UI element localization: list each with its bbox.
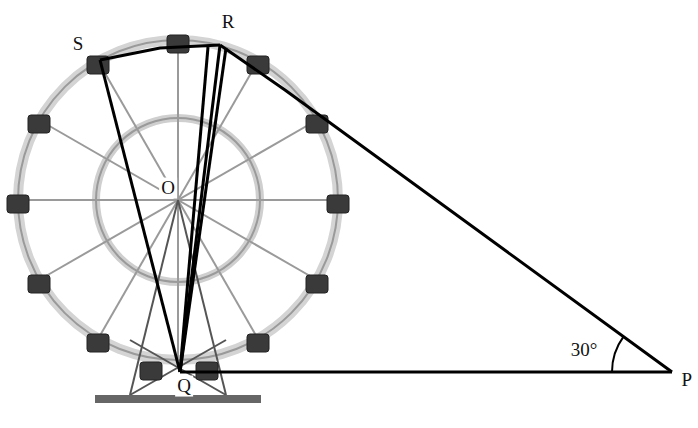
point-label: P [679, 370, 694, 391]
point-label: S [71, 34, 86, 55]
point-label: Q [175, 376, 193, 397]
angle-label: 30° [569, 340, 600, 361]
point-label: R [220, 12, 237, 33]
point-label: O [159, 178, 177, 199]
